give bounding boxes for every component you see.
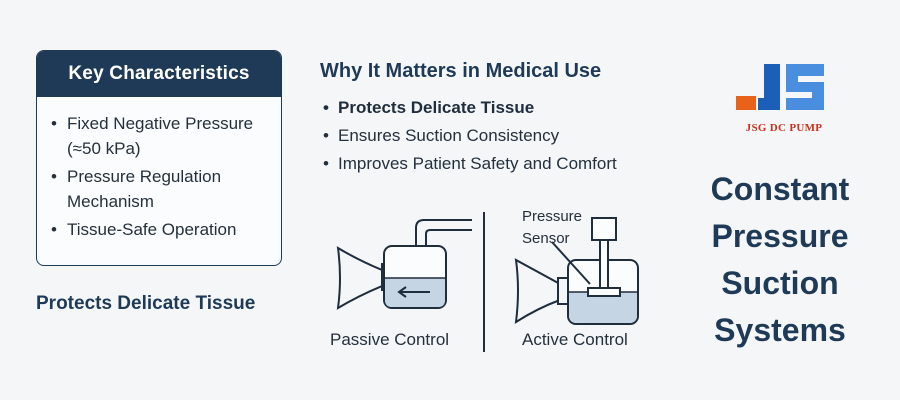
key-characteristics-list: Fixed Negative Pressure (≈50 kPa) Pressu… bbox=[37, 111, 281, 242]
list-item: Improves Patient Safety and Comfort bbox=[323, 150, 617, 178]
main-title: Constant Pressure Suction Systems bbox=[710, 171, 850, 348]
pressure-sensor-label: Pressure Sensor bbox=[522, 208, 583, 247]
key-characteristics-card: Key Characteristics Fixed Negative Press… bbox=[36, 50, 282, 266]
passive-control-label: Passive Control bbox=[330, 330, 450, 349]
logo-orange-block bbox=[736, 96, 756, 110]
list-item: Fixed Negative Pressure (≈50 kPa) bbox=[51, 111, 271, 161]
why-title: Why It Matters in Medical Use bbox=[320, 60, 602, 82]
list-item: Tissue-Safe Operation bbox=[51, 217, 271, 242]
list-item: Pressure Regulation Mechanism bbox=[51, 164, 271, 214]
active-control-illustration bbox=[514, 217, 639, 325]
logo-j-shape bbox=[758, 64, 780, 110]
jsg-logo bbox=[736, 64, 824, 110]
left-footer-text: Protects Delicate Tissue bbox=[36, 293, 256, 314]
why-list: Protects Delicate Tissue Ensures Suction… bbox=[323, 94, 617, 178]
passive-control-illustration bbox=[336, 219, 472, 310]
logo-text: JSG DC PUMP bbox=[745, 122, 823, 134]
list-item: Ensures Suction Consistency bbox=[323, 122, 617, 150]
active-control-label: Active Control bbox=[522, 330, 628, 349]
key-characteristics-title: Key Characteristics bbox=[37, 51, 281, 97]
list-item: Protects Delicate Tissue bbox=[323, 94, 617, 122]
control-diagram bbox=[336, 212, 639, 352]
logo-s-shape bbox=[786, 64, 824, 110]
